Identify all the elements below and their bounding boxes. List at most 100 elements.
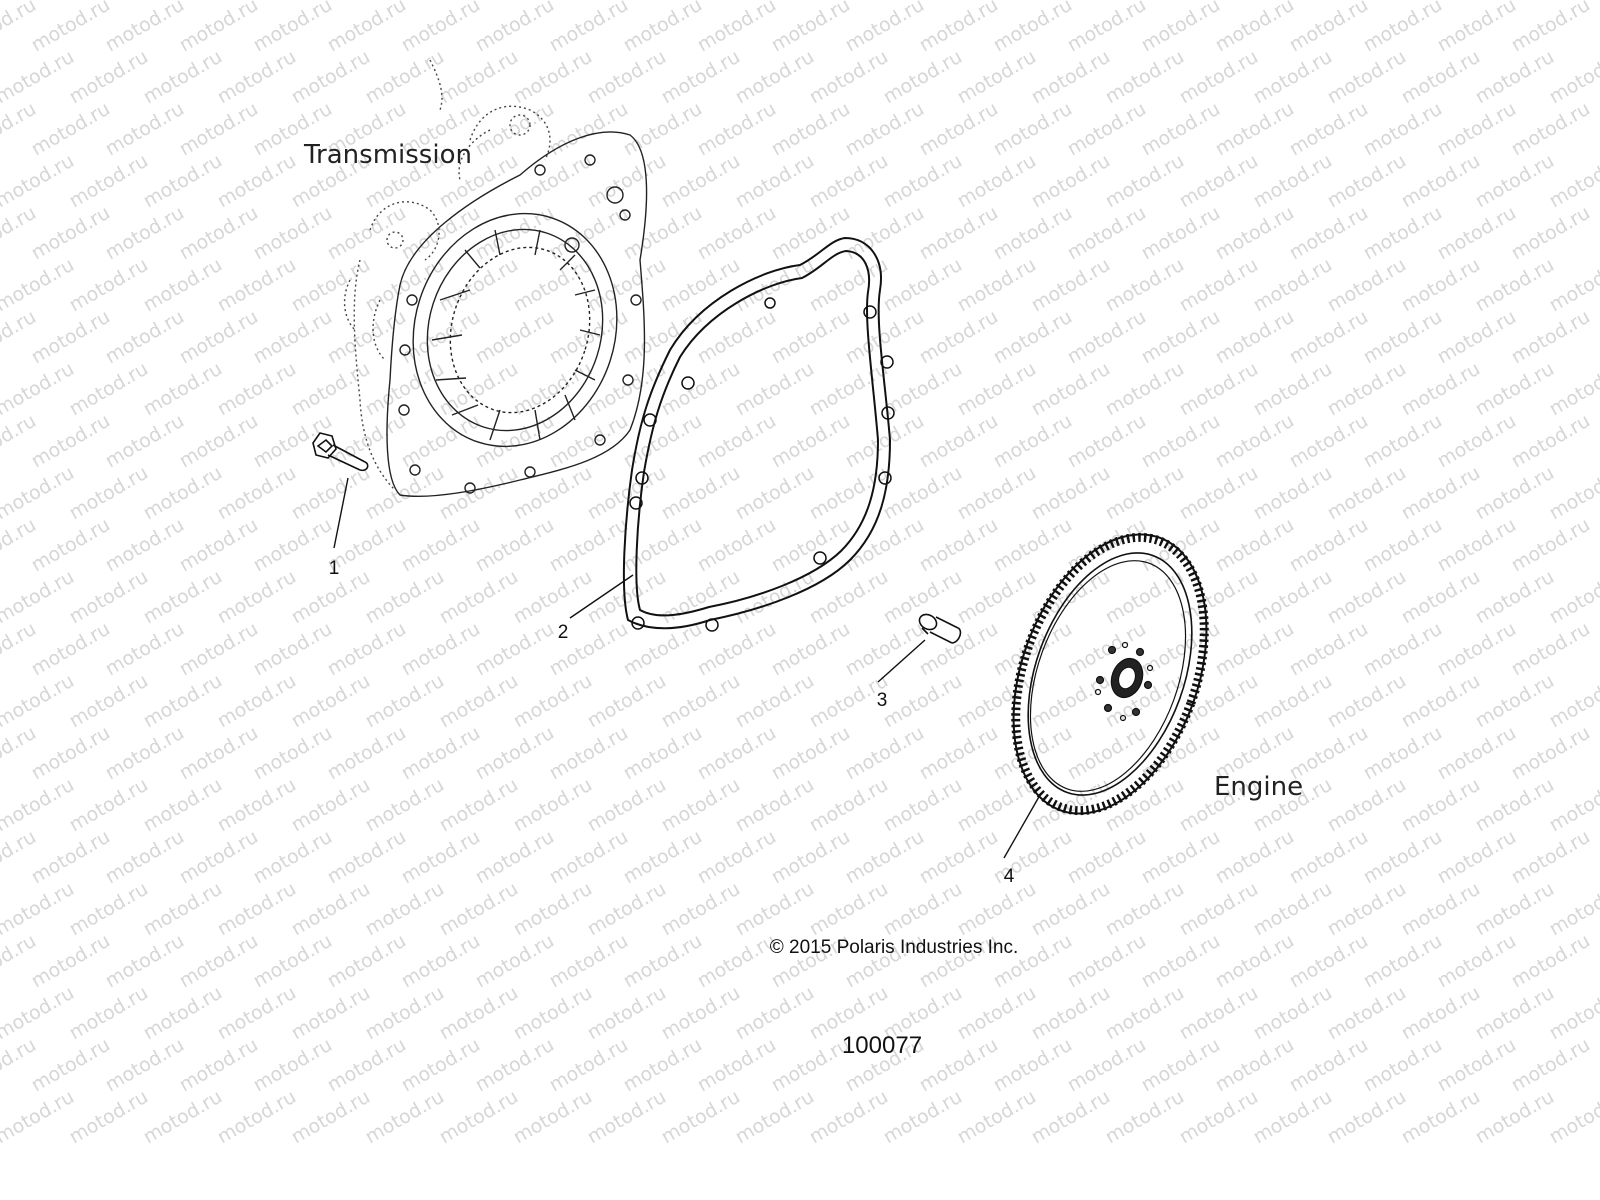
watermark-text: motod.ru xyxy=(658,462,744,525)
watermark-text: motod.ru xyxy=(546,930,632,993)
watermark-text: motod.ru xyxy=(1434,930,1520,993)
watermark-text: motod.ru xyxy=(880,1086,966,1149)
watermark-text: motod.ru xyxy=(1508,930,1594,993)
watermark-text: motod.ru xyxy=(28,618,114,681)
watermark-text: motod.ru xyxy=(916,618,1002,681)
watermark-text: motod.ru xyxy=(102,98,188,161)
watermark-text: motod.ru xyxy=(1472,254,1558,317)
watermark-text: motod.ru xyxy=(1398,878,1484,941)
watermark-text: motod.ru xyxy=(1138,826,1224,889)
watermark-text: motod.ru xyxy=(176,722,262,785)
watermark-text: motod.ru xyxy=(1286,930,1372,993)
watermark-text: motod.ru xyxy=(1546,1086,1600,1149)
watermark-text: motod.ru xyxy=(1028,358,1114,421)
watermark-text: motod.ru xyxy=(694,930,780,993)
watermark-text: motod.ru xyxy=(1360,618,1446,681)
watermark-text: motod.ru xyxy=(658,982,744,1045)
watermark-text: motod.ru xyxy=(1360,410,1446,473)
watermark-text: motod.ru xyxy=(140,46,226,109)
watermark-text: motod.ru xyxy=(140,566,226,629)
watermark-text: motod.ru xyxy=(324,306,410,369)
watermark-text: motod.ru xyxy=(1472,982,1558,1045)
gasket-drawing xyxy=(622,236,895,632)
watermark-text: motod.ru xyxy=(398,1034,484,1097)
watermark-text: motod.ru xyxy=(398,0,484,56)
watermark-text: motod.ru xyxy=(214,878,300,941)
watermark-text: motod.ru xyxy=(28,514,114,577)
callout-2: 2 xyxy=(558,622,569,643)
watermark-text: motod.ru xyxy=(1360,306,1446,369)
watermark-text: motod.ru xyxy=(1546,670,1600,733)
watermark-text: motod.ru xyxy=(472,930,558,993)
watermark-text: motod.ru xyxy=(1250,462,1336,525)
watermark-text: motod.ru xyxy=(1472,46,1558,109)
watermark-text: motod.ru xyxy=(362,462,448,525)
watermark-text: motod.ru xyxy=(214,358,300,421)
watermark-text: motod.ru xyxy=(1398,566,1484,629)
watermark-text: motod.ru xyxy=(1102,566,1188,629)
watermark-text: motod.ru xyxy=(250,826,336,889)
watermark-text: motod.ru xyxy=(176,826,262,889)
watermark-text: motod.ru xyxy=(1324,1086,1410,1149)
watermark-text: motod.ru xyxy=(1250,566,1336,629)
watermark-text: motod.ru xyxy=(1250,982,1336,1045)
watermark-text: motod.ru xyxy=(1102,358,1188,421)
watermark-text: motod.ru xyxy=(1286,202,1372,265)
watermark-text: motod.ru xyxy=(1250,670,1336,733)
watermark-text: motod.ru xyxy=(1212,618,1298,681)
watermark-text: motod.ru xyxy=(954,462,1040,525)
watermark-text: motod.ru xyxy=(28,722,114,785)
watermark-text: motod.ru xyxy=(1250,46,1336,109)
watermark-text: motod.ru xyxy=(510,878,596,941)
watermark-text: motod.ru xyxy=(1398,462,1484,525)
watermark-text: motod.ru xyxy=(250,722,336,785)
watermark-text: motod.ru xyxy=(66,358,152,421)
watermark-text: motod.ru xyxy=(990,722,1076,785)
watermark-text: motod.ru xyxy=(584,670,670,733)
watermark-text: motod.ru xyxy=(1028,982,1114,1045)
watermark-text: motod.ru xyxy=(1434,410,1520,473)
watermark-text: motod.ru xyxy=(1434,618,1520,681)
watermark-text: motod.ru xyxy=(1324,982,1410,1045)
watermark-text: motod.ru xyxy=(1508,514,1594,577)
watermark-text: motod.ru xyxy=(288,254,374,317)
watermark-text: motod.ru xyxy=(990,410,1076,473)
watermark-text: motod.ru xyxy=(140,150,226,213)
watermark-text: motod.ru xyxy=(768,0,854,56)
watermark-text: motod.ru xyxy=(102,410,188,473)
watermark-text: motod.ru xyxy=(1324,358,1410,421)
watermark-text: motod.ru xyxy=(436,670,522,733)
watermark-text: motod.ru xyxy=(66,462,152,525)
watermark-text: motod.ru xyxy=(1176,358,1262,421)
watermark-text: motod.ru xyxy=(436,878,522,941)
watermark-text: motod.ru xyxy=(140,358,226,421)
watermark-text: motod.ru xyxy=(694,202,780,265)
watermark-text: motod.ru xyxy=(398,618,484,681)
watermark-text: motod.ru xyxy=(620,306,706,369)
watermark-text: motod.ru xyxy=(1472,462,1558,525)
watermark-text: motod.ru xyxy=(916,306,1002,369)
watermark-text: motod.ru xyxy=(288,774,374,837)
watermark-text: motod.ru xyxy=(510,150,596,213)
watermark-text: motod.ru xyxy=(1212,514,1298,577)
watermark-text: motod.ru xyxy=(362,46,448,109)
watermark-text: motod.ru xyxy=(546,0,632,56)
watermark-text: motod.ru xyxy=(1028,46,1114,109)
watermark-text: motod.ru xyxy=(584,982,670,1045)
watermark-text: motod.ru xyxy=(102,0,188,56)
watermark-text: motod.ru xyxy=(288,1086,374,1149)
watermark-text: motod.ru xyxy=(288,982,374,1045)
watermark-text: motod.ru xyxy=(990,514,1076,577)
watermark-text: motod.ru xyxy=(140,1086,226,1149)
watermark-text: motod.ru xyxy=(1286,410,1372,473)
watermark-text: motod.ru xyxy=(324,202,410,265)
watermark-text: motod.ru xyxy=(1398,670,1484,733)
watermark-text: motod.ru xyxy=(398,930,484,993)
watermark-text: motod.ru xyxy=(362,878,448,941)
watermark-text: motod.ru xyxy=(1508,202,1594,265)
watermark-text: motod.ru xyxy=(1472,1086,1558,1149)
watermark-text: motod.ru xyxy=(1546,878,1600,941)
watermark-text: motod.ru xyxy=(1508,306,1594,369)
watermark-text: motod.ru xyxy=(214,982,300,1045)
watermark-text: motod.ru xyxy=(324,0,410,56)
